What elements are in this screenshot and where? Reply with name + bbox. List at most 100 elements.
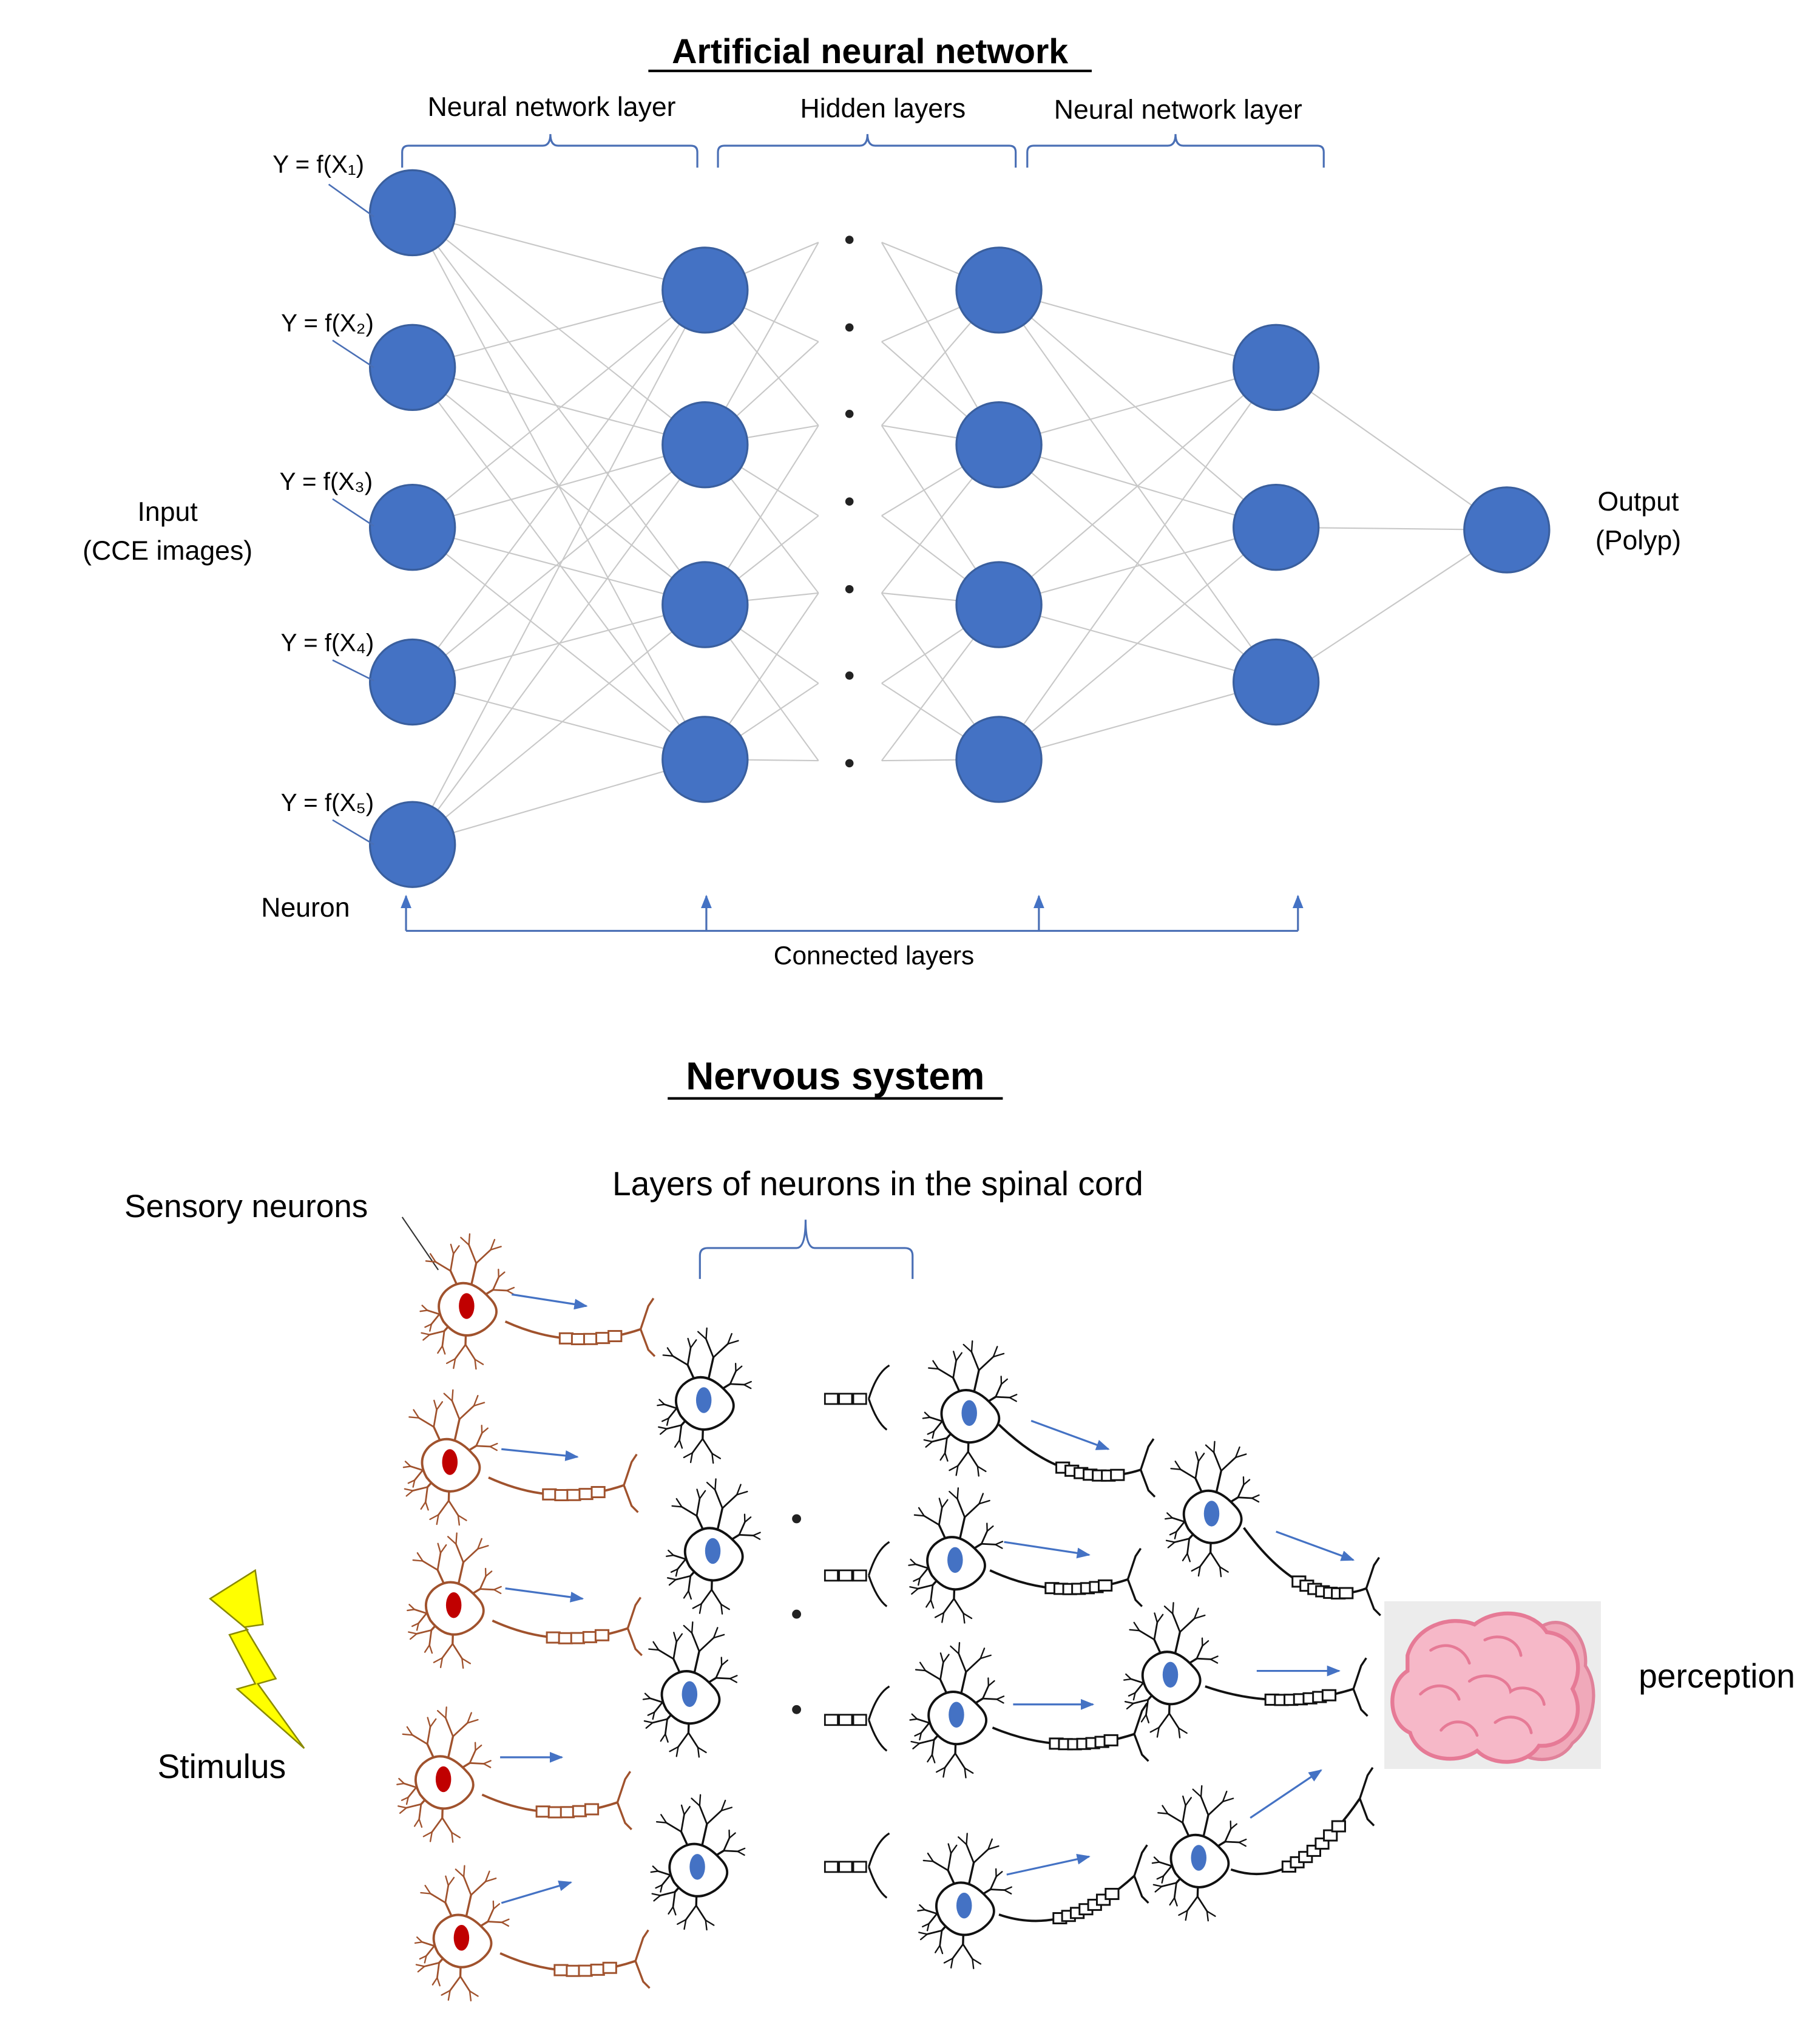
neuron-node <box>369 324 456 411</box>
signal-arrows <box>500 1293 1355 1904</box>
connection-line <box>1276 529 1507 683</box>
stimulus-label: Stimulus <box>157 1748 286 1785</box>
neuron-node <box>955 561 1043 648</box>
connection-line <box>412 212 706 291</box>
axon <box>1230 1766 1375 1876</box>
signal-arrow <box>1004 1541 1091 1559</box>
brace-label-middle: Hidden layers <box>800 93 966 123</box>
nervous-title: Nervous system <box>686 1054 984 1098</box>
connection-line <box>411 290 706 845</box>
neuron-node <box>1233 324 1320 411</box>
input-function-label: Y = f(X₁) <box>272 151 364 178</box>
connection-line <box>998 526 1277 760</box>
connection-line <box>1276 367 1507 531</box>
spinal-cord-brace <box>699 1220 914 1279</box>
axon-stub <box>824 1364 890 1431</box>
brace-label-left: Neural network layer <box>428 92 676 122</box>
connection-line <box>412 444 706 683</box>
brace-right <box>1026 134 1325 168</box>
axon <box>499 1929 651 1989</box>
connection-line <box>998 367 1277 760</box>
connection-line <box>998 681 1276 760</box>
neuron-node <box>955 401 1043 489</box>
input-function-label: Y = f(X₄) <box>281 629 374 657</box>
ann-nodes <box>369 169 1551 888</box>
connection-line <box>412 681 706 760</box>
axon <box>998 1423 1156 1498</box>
neuron-cell <box>407 1532 502 1669</box>
neuron-cell <box>402 1389 498 1526</box>
neuron-cell <box>419 1233 515 1370</box>
neuron-cell <box>922 1340 1018 1477</box>
nervous-system-panel: Nervous system Sensory neurons Layers of… <box>124 1054 1795 2001</box>
neuron-cell <box>1151 1785 1247 1922</box>
brace-left <box>401 134 699 168</box>
neuron-cell <box>396 1706 492 1843</box>
input-function-label: Y = f(X₂) <box>281 309 374 337</box>
neuron-node <box>661 246 749 334</box>
axon <box>992 1702 1149 1762</box>
neuron-node <box>955 716 1043 803</box>
input-functions: Y = f(X₁) Y = f(X₂) Y = f(X₃) Y = f(X₄) … <box>272 151 374 846</box>
signal-arrow <box>501 1881 573 1904</box>
output-label-sub: (Polyp) <box>1595 526 1681 555</box>
input-function-label: Y = f(X₅) <box>281 789 374 816</box>
neuron-illustrations <box>396 1233 1381 2001</box>
spinal-ellipsis <box>792 1514 802 1714</box>
neuron-node <box>1233 483 1320 571</box>
neuron-cell <box>1164 1440 1260 1578</box>
neuron-cell <box>1123 1602 1219 1739</box>
neuron-cell <box>909 1641 1005 1779</box>
connection-line <box>412 289 706 368</box>
neuron-node <box>661 401 749 489</box>
neuron-label: Neuron <box>261 893 350 923</box>
connection-line <box>998 367 1276 446</box>
neuron-cell <box>414 1865 510 2001</box>
connection-line <box>411 444 706 845</box>
hidden-layer-ellipsis <box>845 236 854 768</box>
neuron-node <box>955 246 1043 334</box>
neuron-node <box>1463 486 1551 574</box>
neuron-node <box>369 638 456 726</box>
sensory-neurons-label: Sensory neurons <box>124 1189 368 1224</box>
neuron-cell <box>666 1478 761 1615</box>
neuron-node <box>369 483 456 571</box>
ann-connections <box>411 212 1507 846</box>
axon <box>989 1547 1143 1607</box>
axon <box>504 1297 656 1357</box>
axon <box>998 1844 1149 1924</box>
connected-layers-bracket <box>401 894 1304 932</box>
axon-stub <box>824 1832 890 1899</box>
connection-line <box>998 290 1277 528</box>
connection-line <box>412 367 706 446</box>
neuron-cell <box>917 1833 1012 1969</box>
signal-arrow <box>1006 1853 1091 1876</box>
input-label: Input <box>138 497 198 527</box>
connected-layers-label: Connected layers <box>774 942 975 970</box>
signal-arrow <box>501 1448 579 1461</box>
lightning-bolt-icon <box>209 1569 305 1749</box>
connection-line <box>411 290 706 683</box>
neuron-node <box>369 169 456 257</box>
connection-line <box>998 526 1276 606</box>
signal-arrow <box>1250 1769 1322 1819</box>
connection-line <box>412 290 706 528</box>
connection-line <box>412 758 706 846</box>
input-label-sub: (CCE images) <box>83 536 252 566</box>
signal-arrow <box>505 1587 584 1603</box>
ann-panel: Artificial neural network Neural network… <box>83 32 1681 970</box>
axon <box>488 1453 639 1513</box>
signal-arrow <box>1276 1530 1355 1561</box>
axon <box>1205 1657 1368 1717</box>
perception-label: perception <box>1639 1657 1795 1695</box>
ann-title: Artificial neural network <box>672 32 1068 71</box>
connection-line <box>998 367 1277 605</box>
neuron-cell <box>642 1621 738 1758</box>
axon-stub <box>824 1685 890 1752</box>
brain-icon <box>1384 1601 1601 1769</box>
axon <box>492 1597 643 1657</box>
neuron-node <box>661 716 749 803</box>
signal-arrow <box>511 1293 588 1310</box>
